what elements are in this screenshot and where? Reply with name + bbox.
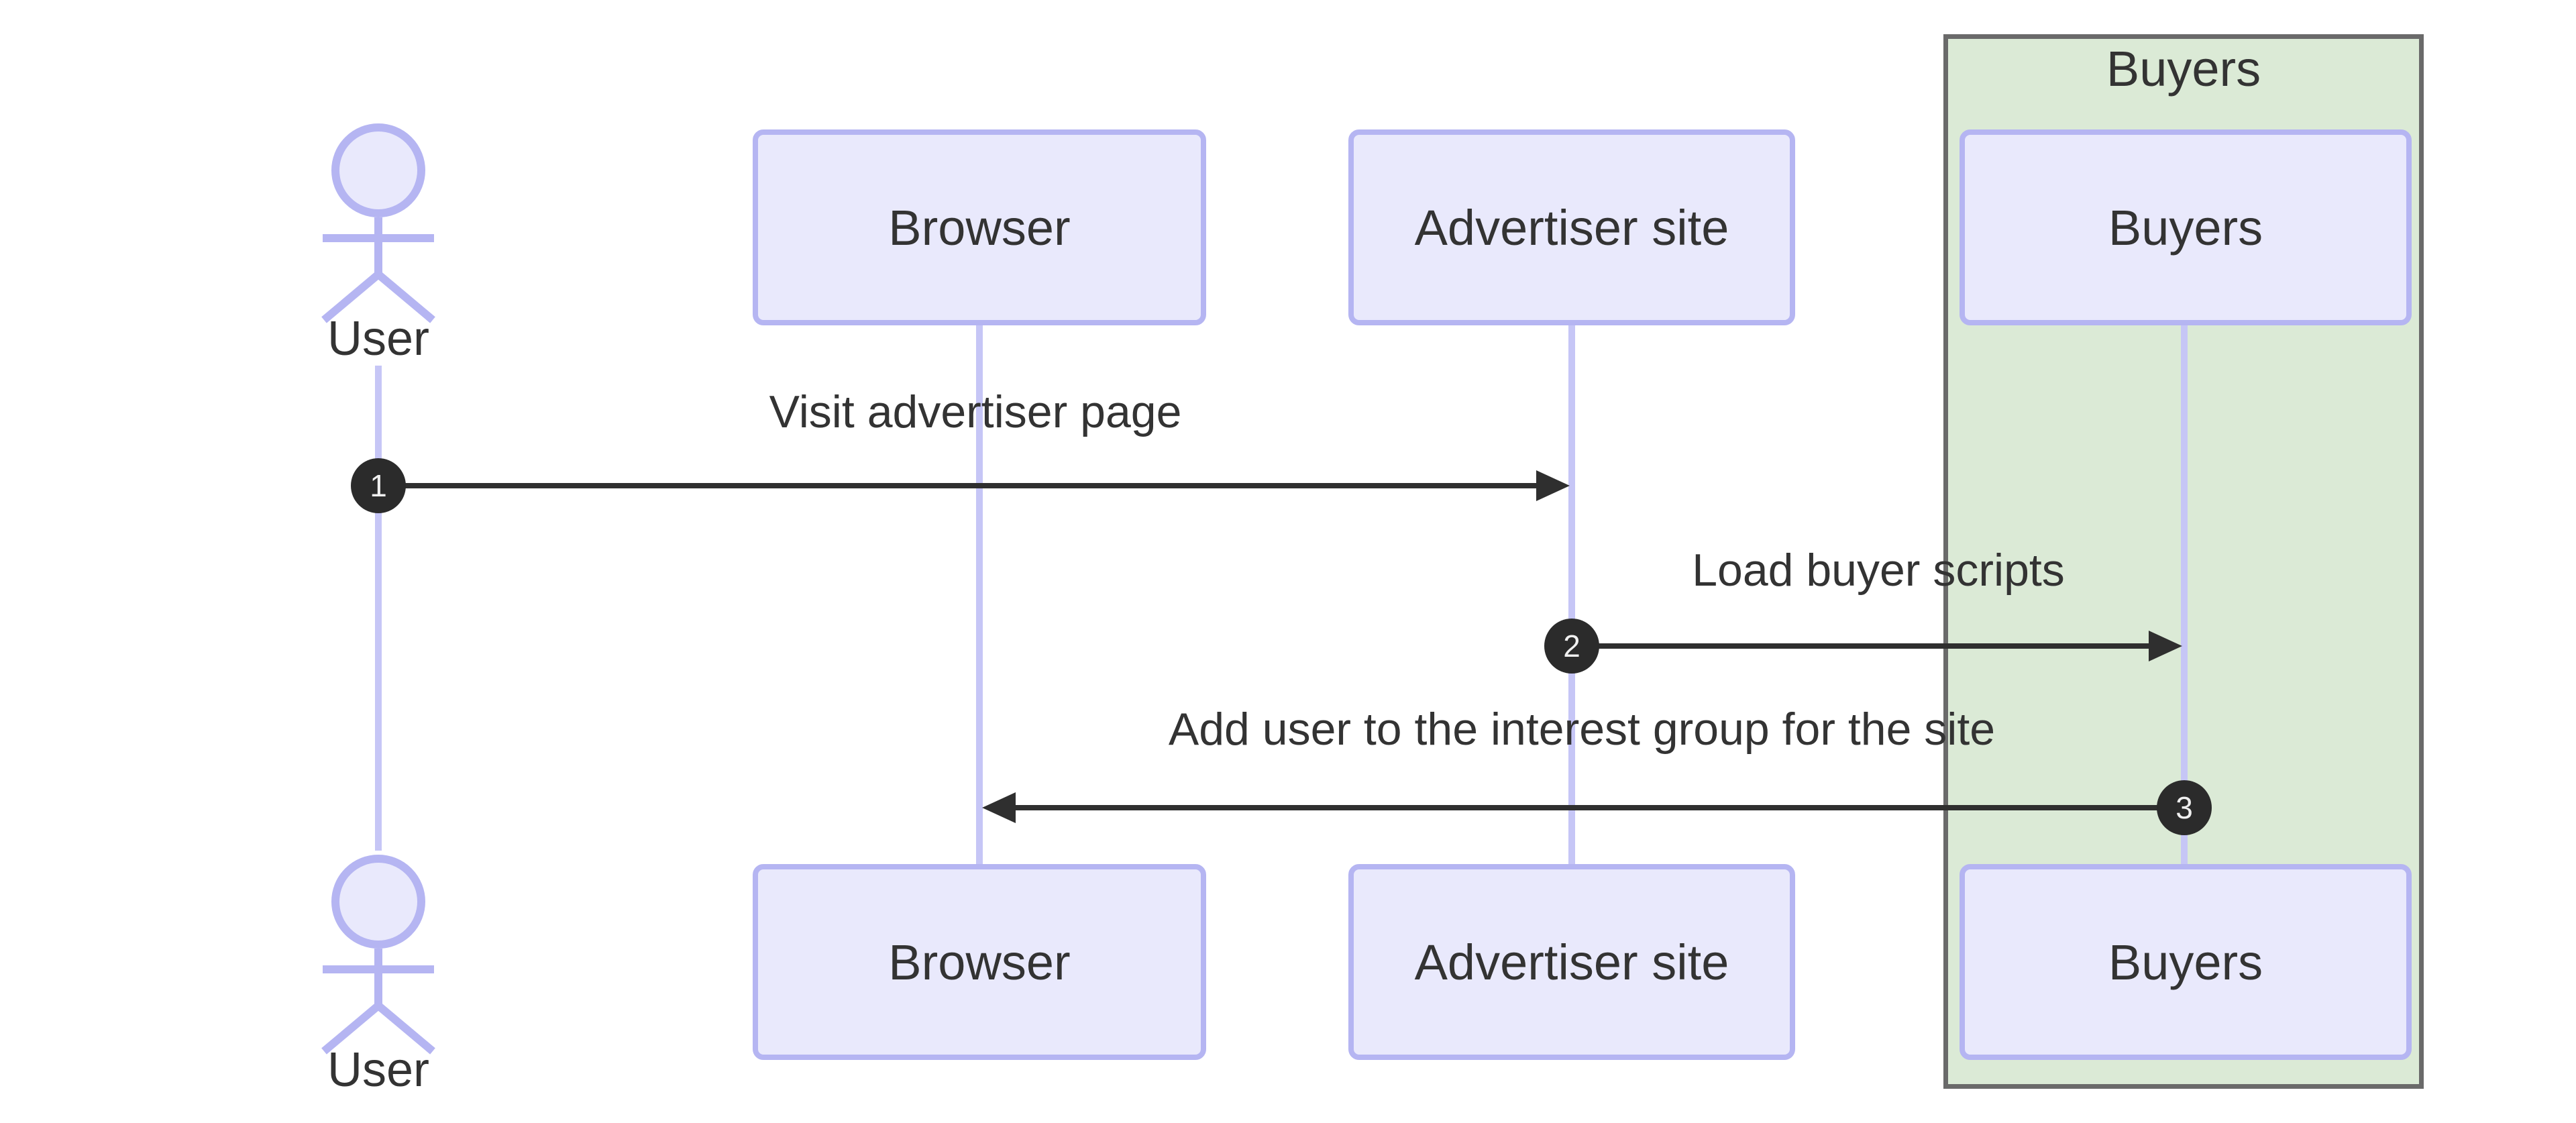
message-3-label: Add user to the interest group for the s… [1168, 704, 1996, 755]
message-1-arrowhead-right-icon [1536, 470, 1570, 501]
participant-box-browser-top: Browser [753, 129, 1206, 325]
message-1-line [378, 483, 1538, 488]
message-2-arrowhead-right-icon [2149, 631, 2182, 661]
message-1-label: Visit advertiser page [769, 386, 1182, 437]
message-3-line [1014, 805, 2184, 810]
participant-box-browser-bottom: Browser [753, 864, 1206, 1060]
participant-box-buyers-top: Buyers [1960, 129, 2412, 325]
buyers-group-title: Buyers [2106, 41, 2261, 97]
message-2-number-badge: 2 [1544, 619, 1599, 674]
user-actor-top-label: User [327, 312, 429, 366]
participant-box-advertiser-bottom: Advertiser site [1348, 864, 1795, 1060]
message-3-number-badge: 3 [2157, 780, 2212, 835]
message-2-label: Load buyer scripts [1692, 545, 2065, 596]
user-actor-top-icon [321, 123, 435, 323]
lifeline-browser [976, 324, 983, 864]
participant-box-advertiser-top: Advertiser site [1348, 129, 1795, 325]
message-1-number-badge: 1 [351, 458, 406, 513]
lifeline-buyers [2181, 324, 2188, 864]
participant-box-buyers-bottom: Buyers [1960, 864, 2412, 1060]
message-2-line [1572, 643, 2150, 649]
user-actor-bottom-icon [321, 855, 435, 1055]
message-3-arrowhead-left-icon [982, 792, 1016, 823]
lifeline-user [375, 366, 382, 851]
lifeline-advertiser [1568, 324, 1575, 864]
user-actor-bottom-label: User [327, 1043, 429, 1097]
